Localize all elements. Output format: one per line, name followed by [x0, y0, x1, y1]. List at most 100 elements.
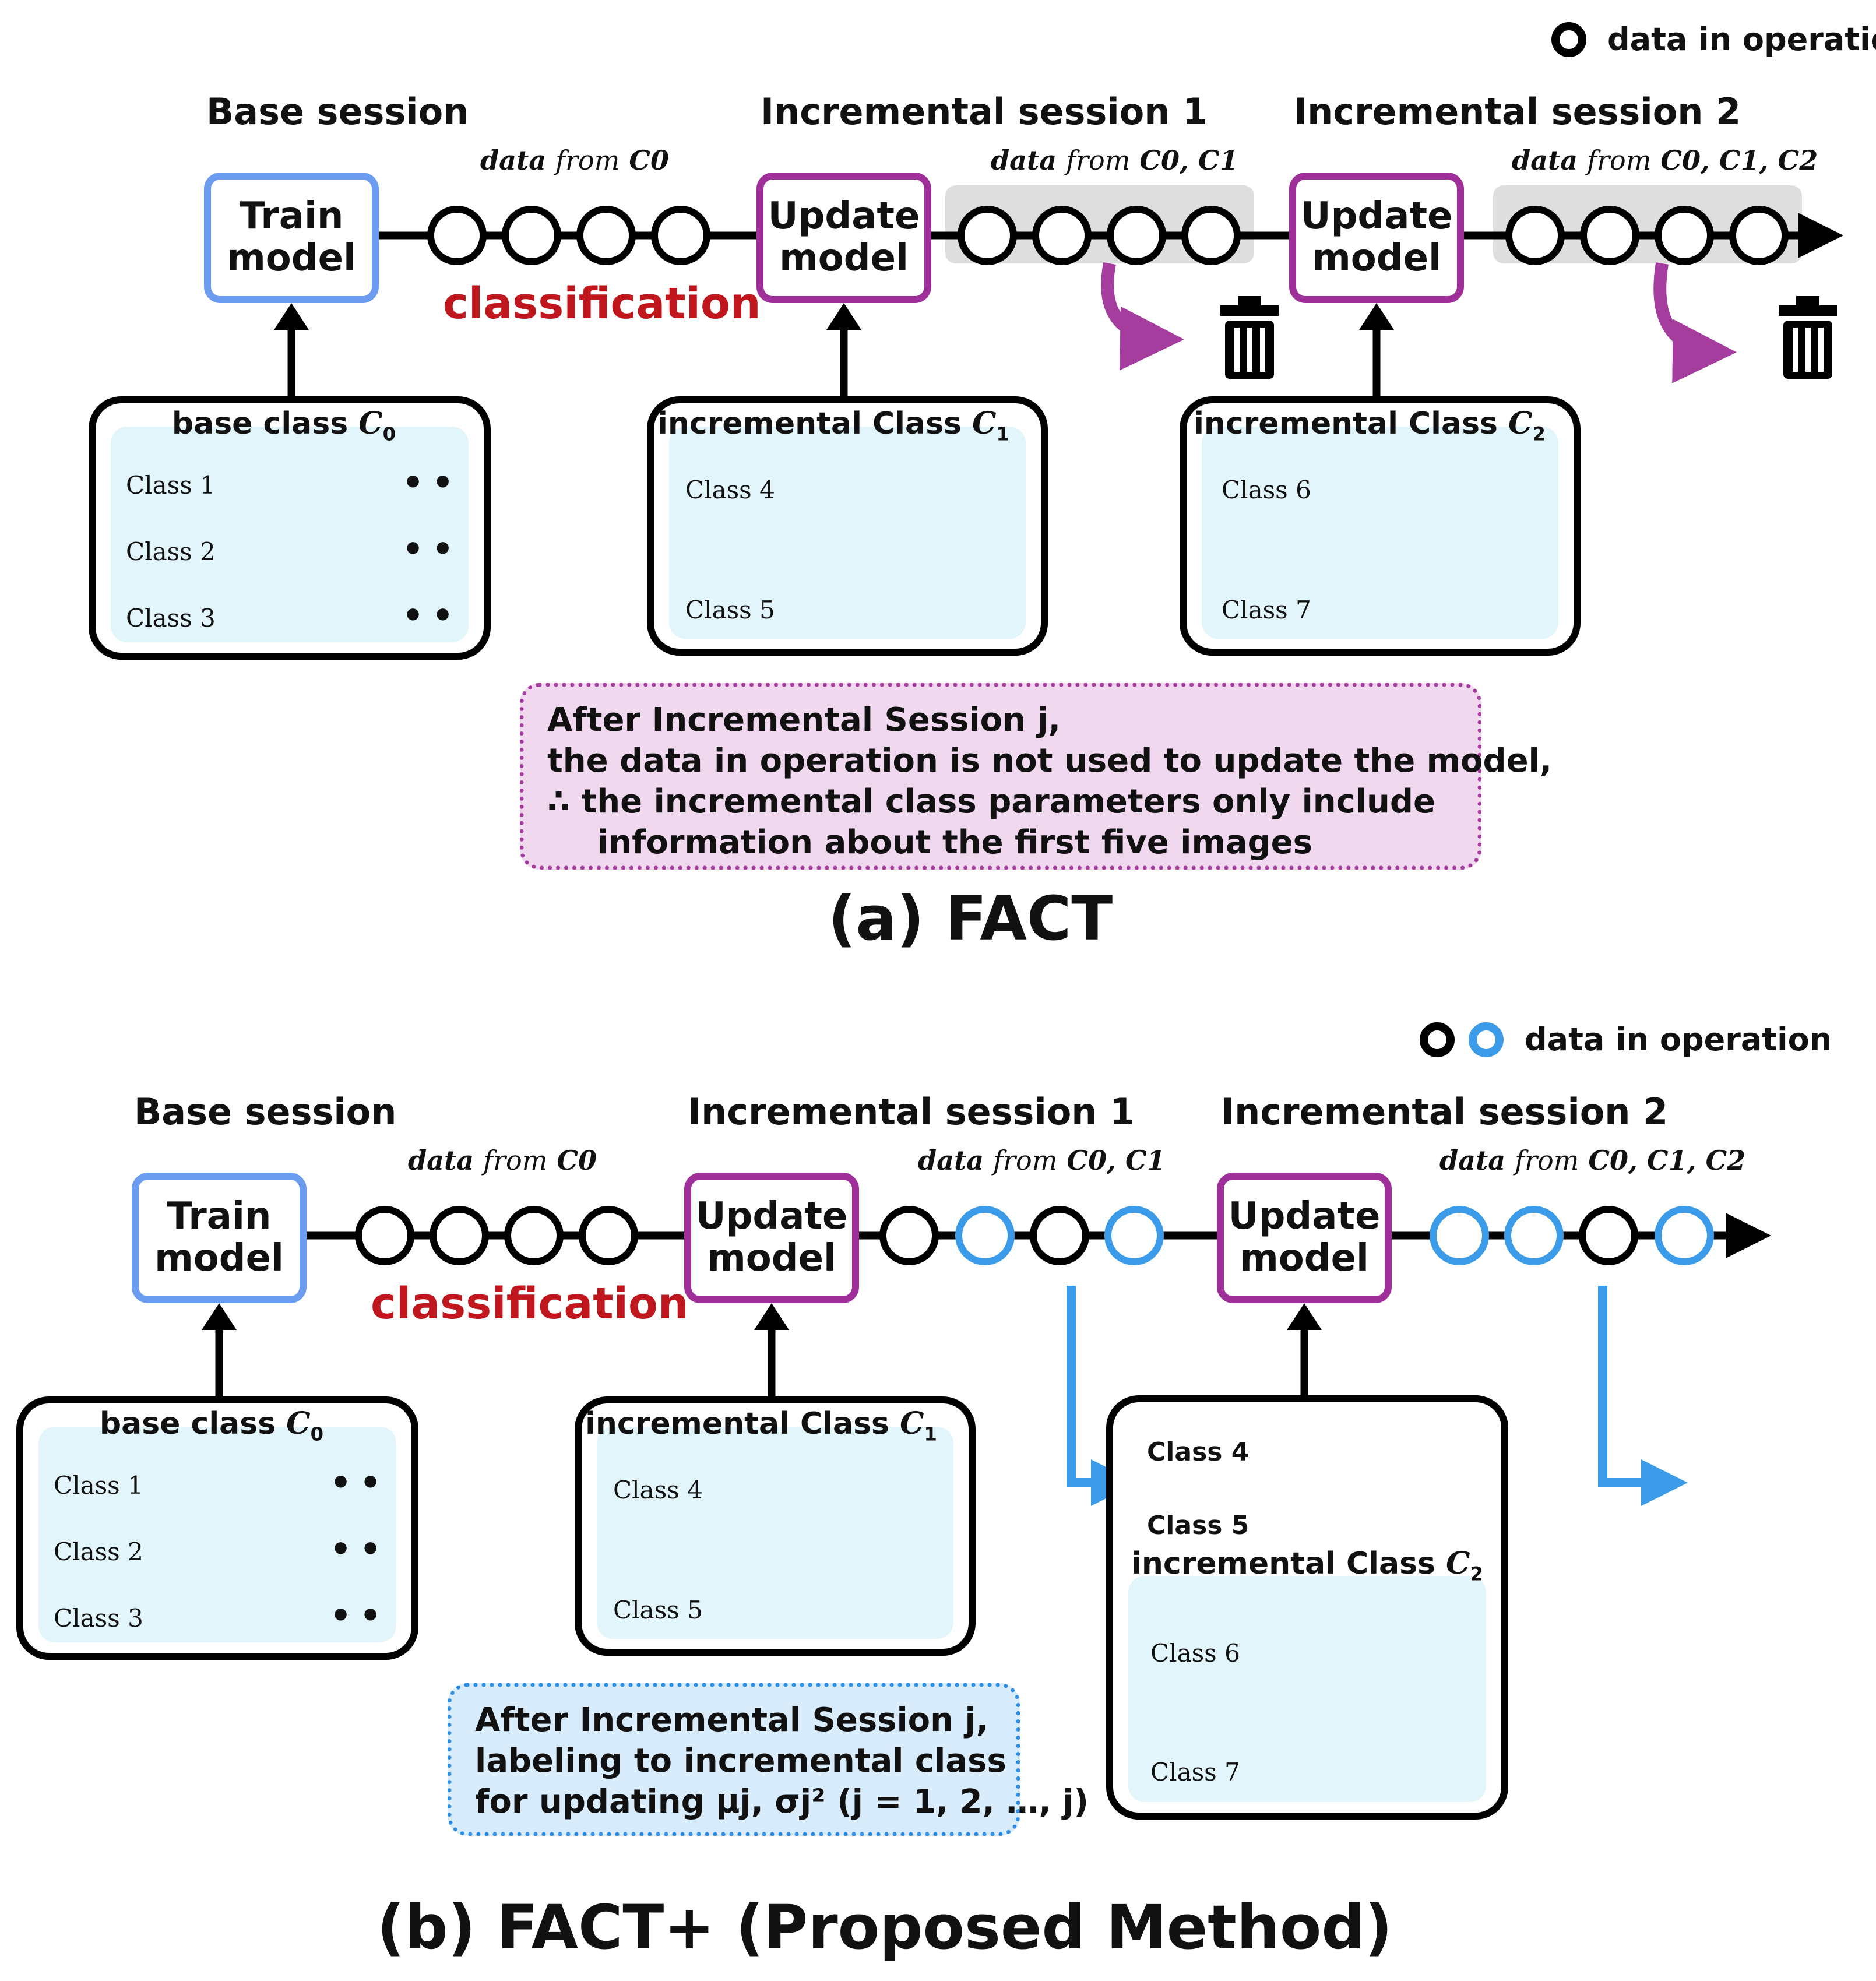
- data-classes: C0, C1: [1139, 145, 1238, 176]
- title-sub: 2: [1470, 1563, 1483, 1585]
- legend-black-circle: [1420, 1022, 1455, 1057]
- title-prefix: base class: [171, 406, 359, 441]
- up-arrow-head: [202, 1303, 237, 1330]
- more-dots: ••: [402, 596, 462, 635]
- data-circle-blue: [1104, 1206, 1164, 1265]
- data-circle: [430, 1206, 489, 1265]
- data-word: data: [480, 145, 547, 176]
- data-from-label-0: data from C0: [480, 145, 669, 176]
- class-5-label: Class 5: [613, 1596, 703, 1624]
- note-line-3: for updating μj, σj² (j = 1, 2, …, j): [475, 1783, 1089, 1821]
- note-line-2: labeling to incremental class: [475, 1742, 1006, 1780]
- incremental-class-1-title: incremental Class C1: [657, 406, 1009, 445]
- data-circle-blue: [1655, 1206, 1714, 1265]
- more-dots: ••: [330, 1529, 390, 1569]
- legend-a: data in operation: [1551, 21, 1876, 58]
- data-word: data: [991, 145, 1057, 176]
- trash-slot: [1234, 328, 1240, 372]
- title-var: C: [286, 1406, 311, 1441]
- data-from-label-1: data from C0, C1: [918, 1145, 1166, 1176]
- data-circle: [355, 1206, 414, 1265]
- data-circle: [1181, 206, 1241, 265]
- incremental-class-2-title: incremental Class C2: [1194, 406, 1546, 445]
- data-circle: [1032, 206, 1092, 265]
- data-circle: [958, 206, 1017, 265]
- labeled-class-5-label: Class 5: [1147, 1511, 1250, 1540]
- class-4-label: Class 4: [613, 1476, 703, 1504]
- class-7-label: Class 7: [1150, 1758, 1240, 1786]
- legend-blue-circle: [1469, 1022, 1504, 1057]
- trash-handle: [1238, 296, 1261, 305]
- title-prefix: incremental Class: [1131, 1546, 1446, 1581]
- up-arrow-head: [274, 303, 309, 330]
- incremental-class-2-title: incremental Class C2: [1131, 1546, 1483, 1585]
- from-word: from: [555, 145, 620, 176]
- data-classes: C0, C1: [1067, 1145, 1166, 1176]
- class-6-label: Class 6: [1150, 1639, 1240, 1667]
- title-sub: 1: [924, 1423, 937, 1445]
- more-dots: ••: [402, 463, 462, 502]
- panel-fill: [38, 1427, 396, 1642]
- up-arrow-head: [1359, 303, 1394, 330]
- up-arrow-head: [754, 1303, 789, 1330]
- up-arrow-head: [826, 303, 861, 330]
- data-classes: C0, C1, C2: [1660, 145, 1818, 176]
- fact-note: After Incremental Session j, the data in…: [520, 683, 1553, 870]
- legend-b: data in operation: [1420, 1021, 1832, 1058]
- title-var: C: [358, 406, 383, 441]
- data-circle: [576, 206, 636, 265]
- incremental-class-1-panel: [647, 396, 1048, 656]
- legend-label: data in operation: [1607, 21, 1876, 58]
- up-arrow-head: [1287, 1303, 1322, 1330]
- panel-fill: [1202, 427, 1558, 639]
- update-model-node-1: Update model: [756, 173, 931, 303]
- update-model-node-2: Update model: [1217, 1173, 1392, 1303]
- data-circle-blue: [1430, 1206, 1489, 1265]
- update-model-node-1: Update model: [684, 1173, 859, 1303]
- more-dots: ••: [402, 529, 462, 569]
- data-classes: C0: [557, 1145, 597, 1176]
- update-model-node-2: Update model: [1289, 173, 1464, 303]
- legend-black-circle: [1551, 22, 1586, 57]
- title-sub: 0: [310, 1423, 324, 1445]
- data-circle-blue: [1504, 1206, 1564, 1265]
- data-circle: [427, 206, 487, 265]
- data-circle: [651, 206, 710, 265]
- title-prefix: incremental Class: [1194, 406, 1509, 441]
- title-sub: 0: [382, 423, 396, 445]
- trash-handle: [1796, 296, 1819, 305]
- figure-a-fact: data in operation Base session Increment…: [0, 0, 1876, 981]
- data-classes: C0: [629, 145, 670, 176]
- labeling-arrow-2: [1598, 1286, 1688, 1506]
- inc-session-2-title: Incremental session 2: [1221, 1090, 1669, 1133]
- trash-icon: [1220, 296, 1279, 379]
- class-5-label: Class 5: [685, 596, 775, 624]
- base-class-title: base class C0: [172, 406, 396, 445]
- class-6-label: Class 6: [1222, 476, 1311, 504]
- inc-session-1-title: Incremental session 1: [761, 90, 1208, 133]
- title-sub: 2: [1532, 423, 1546, 445]
- title-prefix: incremental Class: [657, 406, 973, 441]
- base-class-title: base class C0: [100, 1406, 323, 1445]
- panel-fill: [669, 427, 1026, 639]
- from-word: from: [993, 1145, 1058, 1176]
- stream-highlight-1: [945, 185, 1254, 263]
- data-from-label-0: data from C0: [408, 1145, 597, 1176]
- class-2-label: Class 2: [54, 1537, 143, 1566]
- inc-session-2-title: Incremental session 2: [1294, 90, 1741, 133]
- caption-a: (a) FACT: [828, 883, 1113, 954]
- figure-b-fact-plus: data in operation Base session Increment…: [0, 1000, 1876, 1981]
- data-from-label-1: data from C0, C1: [991, 145, 1238, 176]
- discard-arrow-2: [1653, 262, 1737, 383]
- note-line-2: the data in operation is not used to upd…: [547, 742, 1553, 780]
- trash-slot: [1793, 328, 1798, 372]
- class-2-label: Class 2: [126, 537, 216, 566]
- note-line-4: information about the first five images: [597, 824, 1312, 861]
- fact-plus-note: After Incremental Session j, labeling to…: [448, 1683, 1089, 1836]
- caption-b: (b) FACT+ (Proposed Method): [376, 1892, 1393, 1963]
- incremental-class-1-title: incremental Class C1: [585, 1406, 937, 1445]
- data-circle: [502, 206, 561, 265]
- data-circle: [879, 1206, 939, 1265]
- trash-lid: [1220, 305, 1279, 316]
